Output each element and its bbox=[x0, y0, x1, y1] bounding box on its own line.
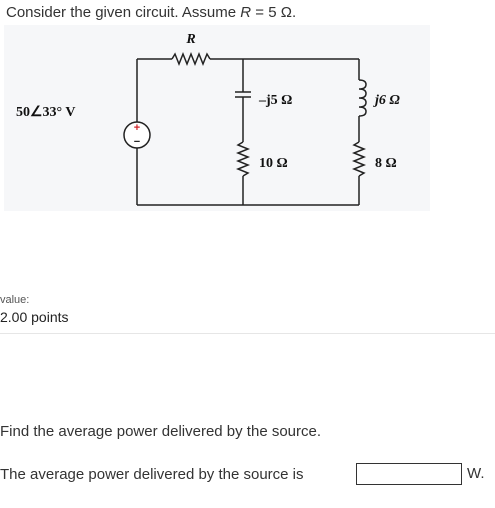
value-caption: value: bbox=[0, 294, 30, 306]
voltage-source-symbol bbox=[123, 121, 151, 149]
capacitor-label: –j5 Ω bbox=[258, 93, 292, 108]
source-plus-sign: + bbox=[134, 122, 140, 134]
value-points: 2.00 points bbox=[0, 309, 69, 325]
resistor-r-label: R bbox=[185, 32, 195, 47]
resistor-r-symbol bbox=[171, 51, 211, 67]
answer-row: The average power delivered by the sourc… bbox=[0, 463, 495, 487]
source-label: 50∠33° V bbox=[16, 105, 76, 120]
answer-input[interactable] bbox=[356, 463, 462, 485]
inductor-symbol bbox=[358, 79, 367, 117]
right-resistor-label: 8 Ω bbox=[375, 156, 397, 171]
answer-unit: W. bbox=[461, 463, 489, 485]
circuit-diagram: + − R –j5 Ω j6 Ω 10 Ω 8 Ω bbox=[4, 25, 430, 211]
middle-resistor-label: 10 Ω bbox=[259, 156, 288, 171]
circuit-schematic: + − R –j5 Ω j6 Ω 10 Ω 8 Ω bbox=[123, 32, 400, 206]
question-suffix: = 5 Ω. bbox=[251, 4, 297, 21]
source-minus-sign: − bbox=[134, 136, 140, 148]
divider bbox=[0, 333, 495, 334]
inductor-label: j6 Ω bbox=[373, 93, 400, 108]
answer-label: The average power delivered by the sourc… bbox=[0, 466, 304, 483]
question-header: Consider the given circuit. Assume R = 5… bbox=[6, 4, 296, 21]
question-variable: R bbox=[240, 4, 252, 21]
value-block: value: 2.00 points bbox=[0, 294, 69, 325]
right-resistor-symbol bbox=[351, 141, 367, 177]
prompt-text: Find the average power delivered by the … bbox=[0, 423, 322, 440]
question-prefix: Consider the given circuit. Assume bbox=[6, 4, 241, 21]
middle-resistor-symbol bbox=[235, 141, 251, 177]
